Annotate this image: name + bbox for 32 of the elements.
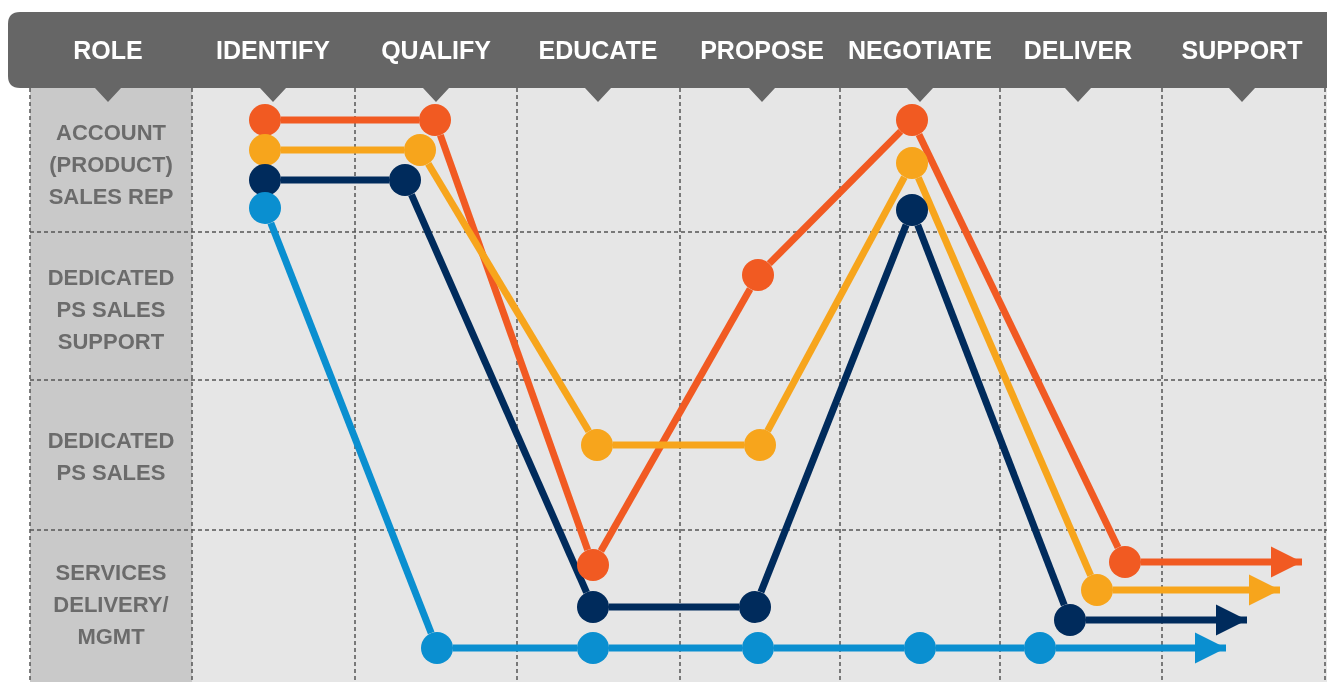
column-header: NEGOTIATE bbox=[847, 34, 993, 66]
connector-line bbox=[609, 603, 739, 611]
column-header: SUPPORT bbox=[1180, 34, 1304, 66]
connector-line bbox=[936, 644, 1024, 652]
connector-line bbox=[915, 132, 1122, 550]
row-label: SERVICES DELIVERY/ MGMT bbox=[52, 559, 170, 651]
connector-line bbox=[764, 175, 908, 433]
connector-line bbox=[915, 176, 1094, 577]
connector-line bbox=[757, 223, 910, 594]
column-header: PROPOSE bbox=[699, 34, 825, 66]
connector-line bbox=[267, 221, 435, 635]
row-label: ACCOUNT (PRODUCT) SALES REP bbox=[47, 119, 175, 211]
connector-line bbox=[766, 128, 904, 267]
connector-line bbox=[914, 223, 1068, 607]
column-header: IDENTIFY bbox=[215, 34, 331, 66]
column-header: DELIVER bbox=[1022, 34, 1134, 66]
connector-line bbox=[453, 644, 577, 652]
connector-line bbox=[425, 161, 592, 434]
connector-line bbox=[437, 133, 591, 552]
connector-line bbox=[281, 176, 389, 184]
connector-line bbox=[281, 146, 404, 154]
connector-line bbox=[609, 644, 742, 652]
connector-line bbox=[774, 644, 904, 652]
connector-line bbox=[281, 116, 419, 124]
connector-line bbox=[597, 287, 754, 553]
row-label: DEDICATED PS SALES bbox=[46, 427, 176, 487]
column-header: QUALIFY bbox=[380, 34, 492, 66]
column-header: EDUCATE bbox=[537, 34, 659, 66]
row-label: DEDICATED PS SALES SUPPORT bbox=[46, 264, 176, 356]
connector-line bbox=[613, 441, 744, 449]
connector-line bbox=[408, 193, 590, 594]
column-header: ROLE bbox=[72, 34, 144, 66]
